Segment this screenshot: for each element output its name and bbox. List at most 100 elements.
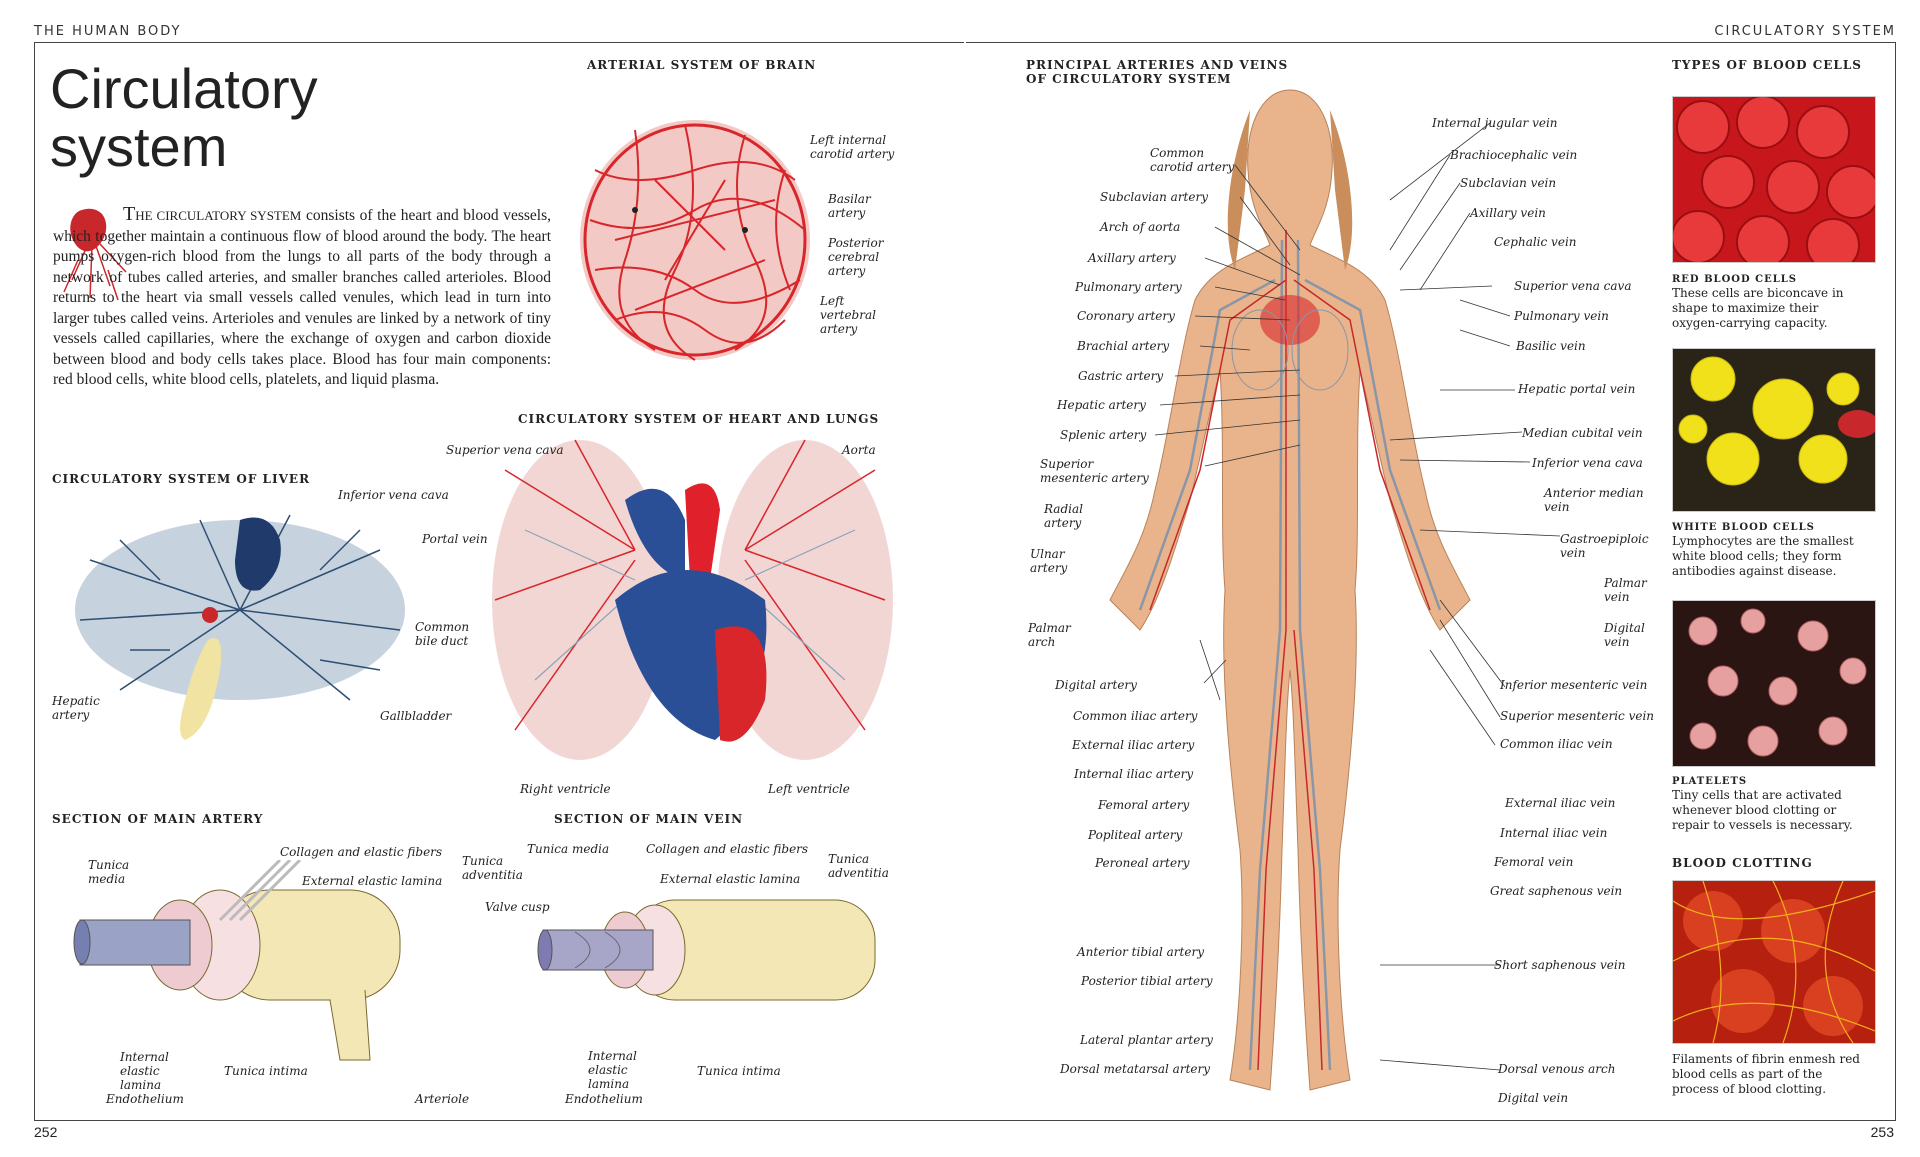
liver-label-gallbladder: Gallbladder xyxy=(380,709,452,723)
body-label-palmar-arch: Palmar arch xyxy=(1028,621,1071,649)
body-label-coronary-artery: Coronary artery xyxy=(1077,309,1175,323)
body-label-hepatic-artery: Hepatic artery xyxy=(1057,398,1146,412)
body-label-median-cubital-vein: Median cubital vein xyxy=(1522,426,1643,440)
heart-label-svc: Superior vena cava xyxy=(446,443,564,457)
heart-heading: CIRCULATORY SYSTEM OF HEART AND LUNGS xyxy=(518,412,880,426)
page-title-line2: system xyxy=(50,115,228,178)
body-label-gastroepiploic-vein: Gastroepiploic vein xyxy=(1560,532,1649,560)
top-rule-right xyxy=(966,42,1896,43)
body-label-femoral-vein: Femoral vein xyxy=(1494,855,1574,869)
vein-heading: SECTION OF MAIN VEIN xyxy=(554,812,744,826)
vein-label-valve-cusp: Valve cusp xyxy=(485,900,550,914)
artery-label-external-elastic: External elastic lamina xyxy=(302,874,443,888)
body-label-axillary-artery: Axillary artery xyxy=(1088,251,1176,265)
liver-circulation-image xyxy=(75,514,405,740)
heart-label-left-ventricle: Left ventricle xyxy=(768,782,850,796)
body-label-superior-mesenteric-artery: Superior mesenteric artery xyxy=(1040,457,1149,485)
body-label-dorsal-metatarsal-artery: Dorsal metatarsal artery xyxy=(1060,1062,1211,1076)
body-label-digital-vein-foot: Digital vein xyxy=(1498,1091,1569,1105)
liver-label-portal-vein: Portal vein xyxy=(422,532,488,546)
body-label-ulnar-artery: Ulnar artery xyxy=(1030,547,1068,575)
vein-label-tunica-intima: Tunica intima xyxy=(697,1064,781,1078)
liver-label-common-bile-duct: Common bile duct xyxy=(415,620,470,648)
artery-label-arteriole: Arteriole xyxy=(415,1092,470,1106)
heart-lungs-image xyxy=(492,439,893,760)
body-label-splenic-artery: Splenic artery xyxy=(1060,428,1147,442)
page-title-line1: Circulatory xyxy=(50,57,318,120)
body-label-digital-artery: Digital artery xyxy=(1055,678,1137,692)
blood-clotting-image xyxy=(1672,880,1876,1044)
body-label-axillary-vein: Axillary vein xyxy=(1470,206,1546,220)
brain-heading: ARTERIAL SYSTEM OF BRAIN xyxy=(587,58,817,72)
white-cells-title: WHITE BLOOD CELLS xyxy=(1672,522,1815,533)
red-cells-text: These cells are biconcave in shape to ma… xyxy=(1672,286,1844,330)
artery-label-tunica-adventitia: Tunica adventitia xyxy=(462,854,523,882)
body-label-short-saphenous-vein: Short saphenous vein xyxy=(1494,958,1626,972)
body-label-pulmonary-artery: Pulmonary artery xyxy=(1075,280,1182,294)
body-label-femoral-artery: Femoral artery xyxy=(1098,798,1190,812)
brain-label-posterior-cerebral: Posterior cerebral artery xyxy=(828,236,884,278)
clotting-text: Filaments of fibrin enmesh red blood cel… xyxy=(1672,1052,1860,1096)
bottom-rule xyxy=(34,1120,1896,1121)
body-label-subclavian-artery: Subclavian artery xyxy=(1100,190,1208,204)
brain-label-left-internal-carotid: Left internal carotid artery xyxy=(810,133,895,161)
page-number-left: 252 xyxy=(34,1124,58,1140)
artery-label-endothelium: Endothelium xyxy=(106,1092,184,1106)
body-label-internal-iliac-vein: Internal iliac vein xyxy=(1500,826,1608,840)
body-label-superior-vena-cava: Superior vena cava xyxy=(1514,279,1632,293)
body-label-cephalic-vein: Cephalic vein xyxy=(1494,235,1577,249)
right-border xyxy=(1895,42,1896,1120)
intro-dropcap: T xyxy=(123,203,136,225)
white-blood-cells-image xyxy=(1672,348,1876,512)
body-heading-line2: OF CIRCULATORY SYSTEM xyxy=(1026,72,1232,86)
brain-arteries-image xyxy=(580,120,810,361)
red-blood-cells-image xyxy=(1672,96,1876,263)
body-label-lateral-plantar-artery: Lateral plantar artery xyxy=(1080,1033,1213,1047)
body-label-palmar-vein: Palmar vein xyxy=(1604,576,1647,604)
artery-label-tunica-intima: Tunica intima xyxy=(224,1064,308,1078)
body-label-brachial-artery: Brachial artery xyxy=(1077,339,1170,353)
body-label-internal-jugular-vein: Internal jugular vein xyxy=(1432,116,1558,130)
top-rule-left xyxy=(34,42,964,43)
brain-label-basilar: Basilar artery xyxy=(828,192,871,220)
artery-heading: SECTION OF MAIN ARTERY xyxy=(52,812,264,826)
vein-label-tunica-media: Tunica media xyxy=(527,842,610,856)
body-label-common-carotid: Common carotid artery xyxy=(1150,146,1235,174)
artery-label-internal-elastic: Internal elastic lamina xyxy=(120,1050,169,1092)
body-label-basilic-vein: Basilic vein xyxy=(1516,339,1586,353)
liver-label-hepatic-artery: Hepatic artery xyxy=(52,694,100,722)
human-body-figure xyxy=(1109,89,1471,1091)
body-label-inferior-mesenteric-vein: Inferior mesenteric vein xyxy=(1500,678,1648,692)
body-label-digital-vein-hand: Digital vein xyxy=(1604,621,1645,649)
running-head-right: CIRCULATORY SYSTEM xyxy=(1714,24,1896,39)
body-label-external-iliac-vein: External iliac vein xyxy=(1505,796,1616,810)
body-label-radial-artery: Radial artery xyxy=(1044,502,1083,530)
vein-label-tunica-adventitia: Tunica adventitia xyxy=(828,852,889,880)
page-number-right: 253 xyxy=(1870,1124,1894,1140)
intro-smallcaps: HE CIRCULATORY SYSTEM xyxy=(135,208,302,223)
body-label-gastric-artery: Gastric artery xyxy=(1078,369,1164,383)
white-cells-text: Lymphocytes are the smallest white blood… xyxy=(1672,534,1854,578)
intro-text: consists of the heart and blood vessels,… xyxy=(53,207,551,388)
body-label-inferior-vena-cava: Inferior vena cava xyxy=(1532,456,1643,470)
body-label-subclavian-vein: Subclavian vein xyxy=(1460,176,1557,190)
vein-label-external-elastic: External elastic lamina xyxy=(660,872,801,886)
body-label-internal-iliac-artery: Internal iliac artery xyxy=(1074,767,1194,781)
brain-label-left-vertebral: Left vertebral artery xyxy=(820,294,876,336)
body-label-popliteal-artery: Popliteal artery xyxy=(1088,828,1183,842)
body-label-anterior-median-vein: Anterior median vein xyxy=(1544,486,1644,514)
liver-label-ivc: Inferior vena cava xyxy=(338,488,449,502)
platelets-title: PLATELETS xyxy=(1672,776,1748,787)
body-label-peroneal-artery: Peroneal artery xyxy=(1095,856,1190,870)
artery-section-image xyxy=(73,860,401,1061)
running-head-left: THE HUMAN BODY xyxy=(34,24,182,39)
cells-heading: TYPES OF BLOOD CELLS xyxy=(1672,58,1862,72)
vein-label-collagen: Collagen and elastic fibers xyxy=(646,842,809,856)
clotting-heading: BLOOD CLOTTING xyxy=(1672,856,1813,870)
body-heading-line1: PRINCIPAL ARTERIES AND VEINS xyxy=(1026,58,1289,72)
body-label-hepatic-portal-vein: Hepatic portal vein xyxy=(1518,382,1636,396)
artery-label-collagen: Collagen and elastic fibers xyxy=(280,845,443,859)
intro-paragraph: THE CIRCULATORY SYSTEM consists of the h… xyxy=(53,204,551,391)
vein-label-endothelium: Endothelium xyxy=(565,1092,643,1106)
body-label-pulmonary-vein: Pulmonary vein xyxy=(1514,309,1609,323)
